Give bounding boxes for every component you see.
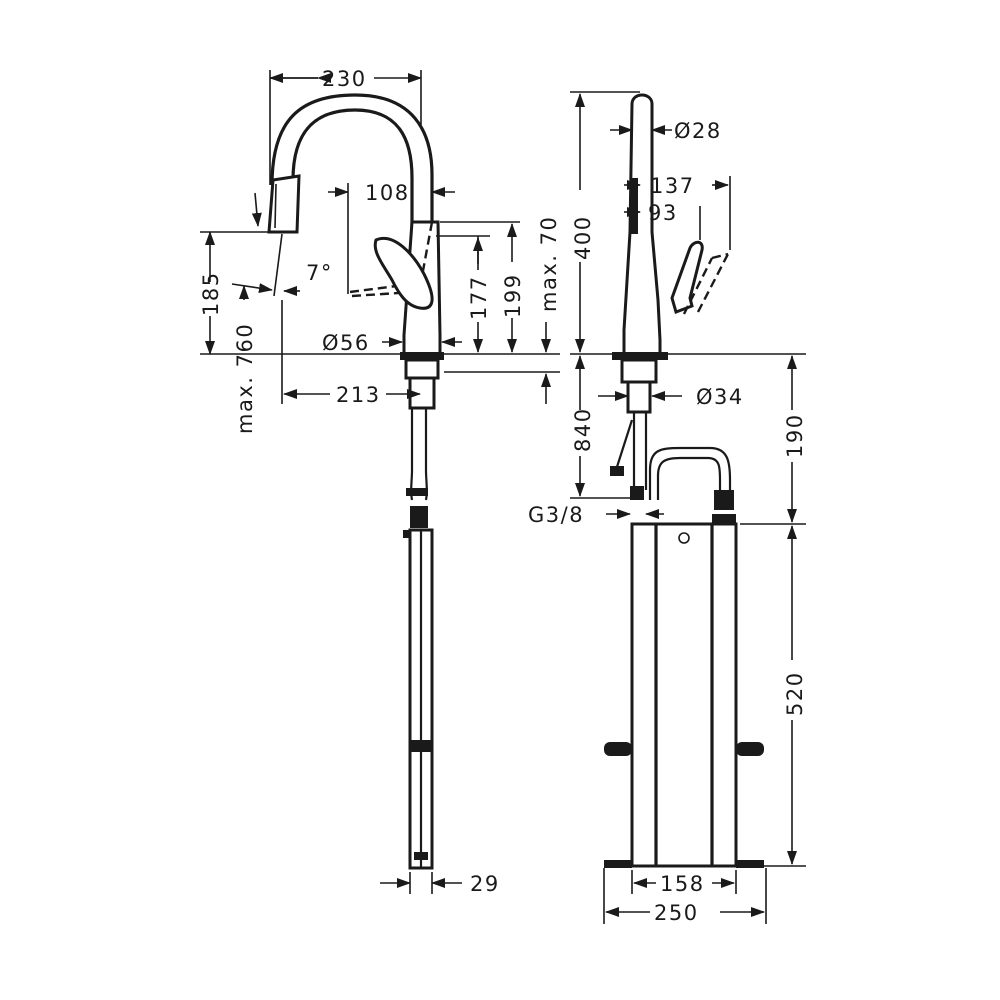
- box-clamp-left: [604, 742, 632, 756]
- hose-connector: [410, 506, 428, 528]
- dim-shank-840: 840: [571, 407, 595, 452]
- side-hose-loop-inner: [656, 456, 722, 506]
- pullout-box: [630, 522, 738, 868]
- box-clamp-right: [736, 742, 764, 756]
- dim-shank-dia-34: Ø34: [696, 385, 744, 409]
- dim-lever-137: 137: [650, 174, 695, 198]
- dim-deck-70: max. 70: [537, 216, 561, 312]
- spout-inner: [291, 108, 414, 232]
- dim-hose-29: 29: [470, 872, 500, 896]
- dim-width-230: 230: [322, 67, 367, 91]
- dim-hose-190: 190: [783, 413, 807, 458]
- dim-base-dia-56: Ø56: [322, 331, 370, 355]
- spray-head-line: [274, 183, 277, 229]
- side-box-connector-nut: [712, 514, 736, 524]
- supply-hose-right: [424, 408, 428, 501]
- spray-head: [267, 174, 301, 234]
- side-box-connector: [714, 490, 734, 510]
- side-base-plate: [612, 352, 668, 360]
- dim-box-158: 158: [660, 872, 705, 896]
- shank: [408, 376, 436, 410]
- dim-connection-g38: G3/8: [528, 503, 584, 527]
- dim-spray-height-185: 185: [199, 271, 223, 316]
- dim-angle-7: 7°: [306, 261, 333, 285]
- side-view: Ø28 400 137 93 Ø34 840 G3/8 190: [528, 91, 807, 925]
- side-shank: [626, 380, 652, 414]
- angle-arrow: [231, 283, 273, 294]
- dim-pullout-760: max. 760: [233, 323, 257, 434]
- front-view: 230 108 185 max. 760 7° 177: [199, 67, 561, 896]
- dim-box-250: 250: [654, 901, 699, 925]
- angle-line: [273, 233, 283, 297]
- dim-box-520: 520: [783, 671, 807, 716]
- dim-handle-199: 199: [501, 273, 525, 318]
- lever: [670, 240, 704, 314]
- side-hose-loop-outer: [648, 446, 732, 506]
- side-base-ring: [620, 358, 658, 384]
- hose-weight: [409, 740, 433, 752]
- base-plate: [400, 352, 444, 360]
- dim-lever-93: 93: [648, 201, 678, 225]
- dim-reach-213: 213: [336, 383, 381, 407]
- side-connector: [630, 486, 644, 500]
- box-foot-right: [736, 860, 764, 868]
- dim-spout-dia-28: Ø28: [674, 119, 722, 143]
- dim-handle-177: 177: [467, 275, 491, 320]
- side-hose-angled: [614, 419, 634, 471]
- box-foot-left: [604, 860, 632, 868]
- dim-spray-108: 108: [365, 181, 410, 205]
- side-hose-end: [610, 466, 624, 476]
- spout-outer: [270, 93, 434, 232]
- box-hole: [678, 532, 690, 544]
- hose-nut: [406, 488, 428, 496]
- angle-arrow: [251, 192, 262, 227]
- dim-height-400: 400: [571, 215, 595, 260]
- lever-swing-dashed: [682, 252, 730, 315]
- handle: [373, 236, 434, 310]
- spray-head-band: [630, 178, 638, 234]
- hose-clip: [403, 530, 409, 538]
- supply-hose-left: [410, 408, 414, 501]
- hose-end: [414, 852, 428, 860]
- base-ring: [404, 358, 440, 380]
